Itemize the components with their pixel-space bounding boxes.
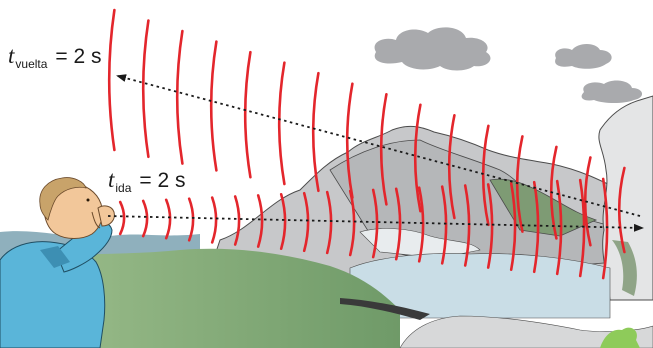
sound-wave-icon — [486, 183, 494, 269]
sound-wave-icon — [187, 197, 195, 242]
sound-wave-icon — [175, 29, 184, 165]
sound-wave-icon — [164, 198, 172, 240]
sound-wave-icon — [555, 179, 563, 276]
sound-wave-icon — [440, 185, 448, 265]
sound-wave-icon — [463, 184, 471, 267]
return-time-symbol: t — [8, 43, 15, 68]
dark-ledge — [340, 298, 430, 320]
bush — [600, 327, 640, 348]
sound-waves — [107, 8, 626, 280]
sound-wave-icon — [515, 135, 524, 233]
sound-wave-icon — [141, 199, 149, 238]
sound-wave-icon — [417, 186, 425, 263]
cloud-icon — [374, 27, 491, 71]
return-arrow — [116, 74, 641, 217]
sound-wave-icon — [617, 166, 626, 254]
sound-wave-icon — [256, 194, 264, 248]
sound-wave-icon — [578, 178, 586, 278]
return-time-subscript: vuelta — [15, 57, 48, 71]
sound-wave-icon — [509, 182, 517, 271]
sound-wave-icon — [209, 40, 218, 172]
sound-wave-icon — [279, 193, 287, 250]
outgoing-time-subscript: ida — [115, 181, 132, 195]
sound-wave-icon — [118, 200, 126, 236]
sound-wave-icon — [345, 82, 354, 199]
sound-wave-icon — [210, 196, 218, 244]
return-time-label: tvuelta = 2 s — [8, 44, 102, 70]
sound-wave-icon — [311, 71, 320, 193]
sound-wave-icon — [277, 61, 286, 186]
sound-wave-icon — [532, 180, 540, 274]
outgoing-time-label: tida = 2 s — [108, 168, 186, 194]
sound-wave-icon — [107, 8, 116, 152]
sound-wave-icon — [583, 156, 592, 247]
glacier — [359, 228, 481, 259]
sound-wave-icon — [141, 19, 150, 159]
sound-wave-icon — [413, 103, 422, 213]
cloud-icon — [555, 44, 612, 69]
sound-wave-icon — [243, 50, 252, 179]
outgoing-arrow — [107, 215, 644, 232]
return-time-value: = 2 s — [55, 45, 102, 68]
sound-wave-icon — [447, 114, 456, 220]
sound-wave-icon — [302, 191, 310, 253]
sound-wave-icon — [601, 177, 609, 280]
outgoing-time-symbol: t — [108, 167, 115, 192]
sound-wave-icon — [325, 190, 333, 255]
sound-wave-icon — [379, 92, 388, 206]
cloud-icon — [581, 80, 643, 103]
sound-wave-icon — [371, 188, 379, 259]
lake — [349, 253, 611, 319]
clouds — [374, 27, 643, 103]
sound-wave-icon — [394, 187, 402, 261]
sound-wave-icon — [481, 124, 490, 227]
outgoing-time-value: = 2 s — [139, 169, 186, 192]
sound-wave-icon — [233, 195, 241, 246]
person-shouting-icon — [0, 177, 115, 348]
